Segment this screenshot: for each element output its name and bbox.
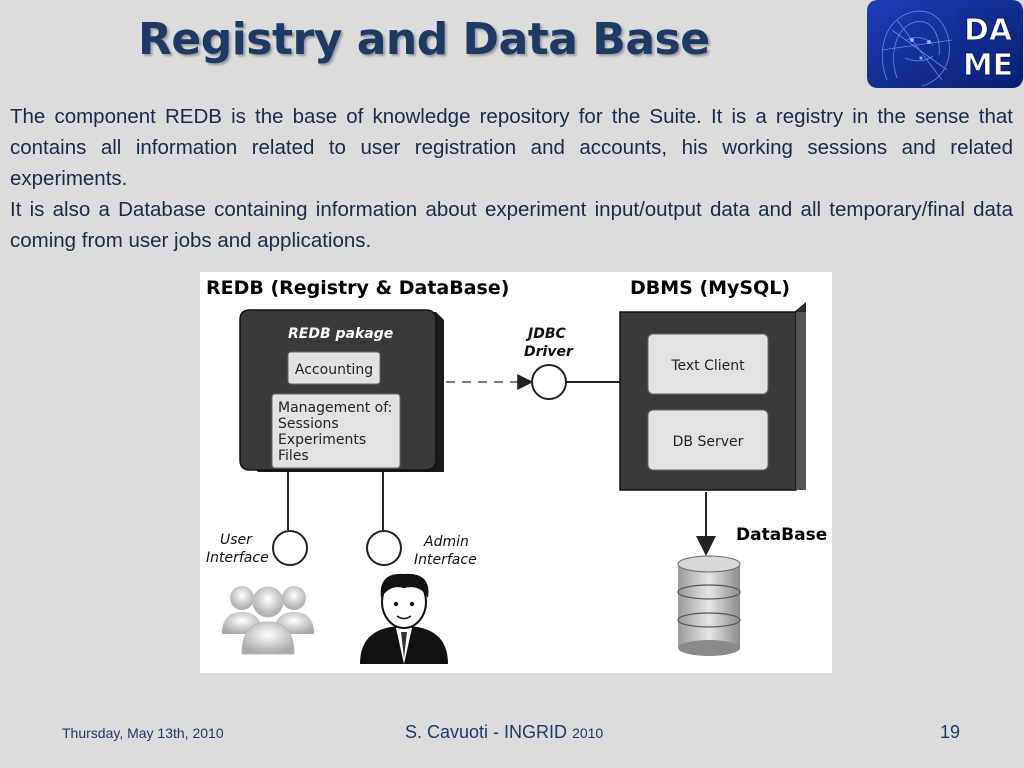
management-line: Management of:	[278, 400, 392, 416]
text-client-box: Text Client	[647, 333, 769, 395]
footer-author: S. Cavuoti - INGRID 2010	[405, 722, 603, 743]
redb-package-label: REDB pakage	[288, 326, 393, 342]
footer-author-year: 2010	[572, 725, 604, 741]
page-number: 19	[940, 722, 961, 742]
db-server-label: DB Server	[673, 434, 744, 450]
dame-logo: DA ME	[867, 0, 1023, 88]
logo-text-top: DA	[964, 13, 1013, 48]
user-interface-circle	[272, 530, 308, 566]
architecture-diagram: REDB (Registry & DataBase) REDB pakage A…	[200, 272, 832, 673]
body-text: The component REDB is the base of knowle…	[10, 101, 1013, 256]
user-interface-label: Interface	[206, 550, 269, 566]
slide-title: Registry and Data Base	[138, 14, 710, 65]
users-icon	[222, 586, 314, 655]
redb-title: REDB (Registry & DataBase)	[206, 277, 509, 299]
management-box: Management of: Sessions Experiments File…	[271, 393, 401, 469]
admin-interface-label: Interface	[414, 552, 477, 568]
jdbc-driver-circle	[531, 364, 567, 400]
admin-interface-circle	[366, 530, 402, 566]
management-line: Experiments	[278, 432, 366, 448]
footer-date: Thursday, May 13th, 2010	[62, 725, 224, 741]
management-line: Sessions	[278, 416, 339, 432]
database-icon	[677, 555, 741, 656]
logo-text-bottom: ME	[963, 48, 1013, 83]
dbms-title: DBMS (MySQL)	[630, 277, 790, 299]
management-line: Files	[278, 448, 309, 464]
admin-interface-label: Admin	[423, 534, 469, 550]
jdbc-label: Driver	[524, 344, 574, 360]
admin-user-icon	[360, 573, 448, 664]
jdbc-label: JDBC	[525, 326, 567, 342]
paragraph-database: It is also a Database containing informa…	[10, 198, 1013, 252]
footer-author-name: S. Cavuoti - INGRID	[405, 722, 568, 742]
accounting-box: Accounting	[287, 351, 381, 385]
text-client-label: Text Client	[670, 358, 745, 374]
accounting-label: Accounting	[295, 362, 373, 378]
database-label: DataBase	[736, 525, 827, 545]
user-interface-label: User	[220, 532, 253, 548]
paragraph-registry: The component REDB is the base of knowle…	[10, 105, 1013, 190]
db-server-box: DB Server	[647, 409, 769, 471]
